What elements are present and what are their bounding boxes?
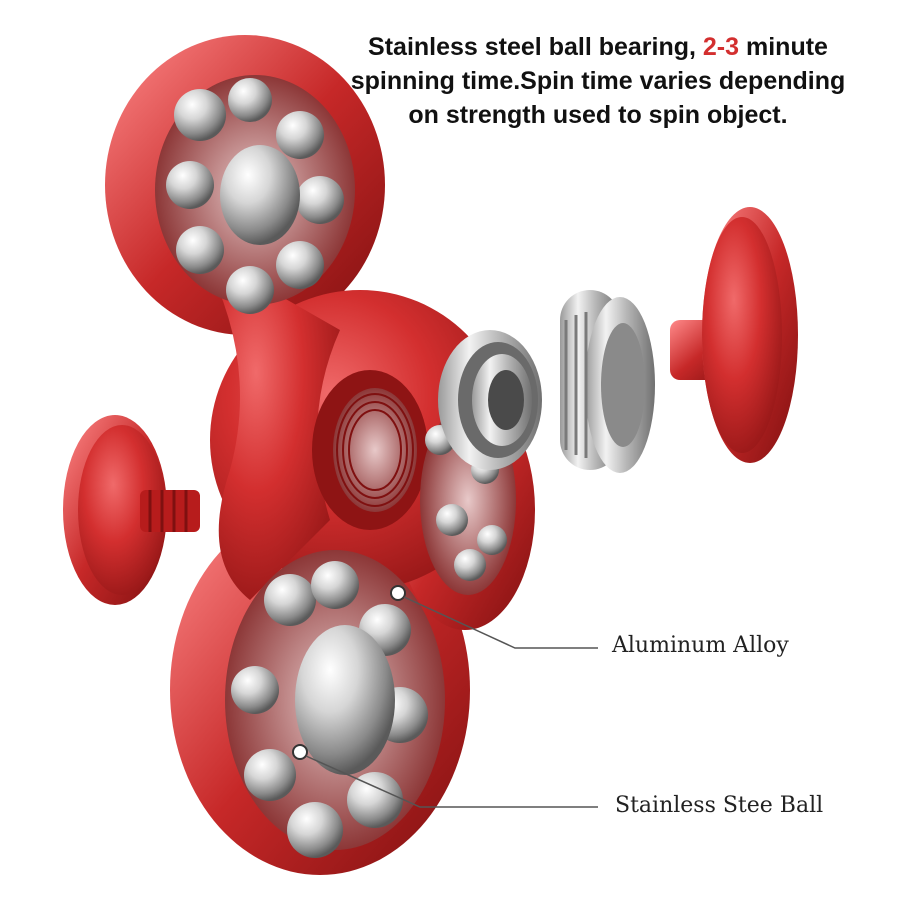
steel-ball-label: Stainless Stee Ball: [615, 793, 824, 818]
feature-headline: Stainless steel ball bearing, 2-3 minute…: [318, 30, 878, 132]
headline-line-2: spinning time.Spin time varies depending: [350, 67, 846, 95]
steel-bearing: [438, 330, 542, 470]
right-cap: [670, 207, 798, 463]
threaded-sleeve: [560, 290, 655, 473]
aluminum-alloy-label: Aluminum Alloy: [612, 633, 789, 658]
headline-text-a: Stainless steel ball bearing,: [368, 33, 703, 61]
headline-line-3: on strength used to spin object.: [408, 101, 788, 129]
headline-text-b: minute: [739, 33, 828, 61]
headline-line-1: Stainless steel ball bearing, 2-3 minute: [318, 30, 878, 64]
center-hub: [312, 370, 428, 530]
top-ball-pocket: [155, 75, 355, 314]
callout-lines: [292, 585, 598, 808]
bottom-ball-pocket: [225, 550, 445, 858]
left-cap: [63, 415, 200, 605]
spin-time-highlight: 2-3: [702, 33, 740, 61]
